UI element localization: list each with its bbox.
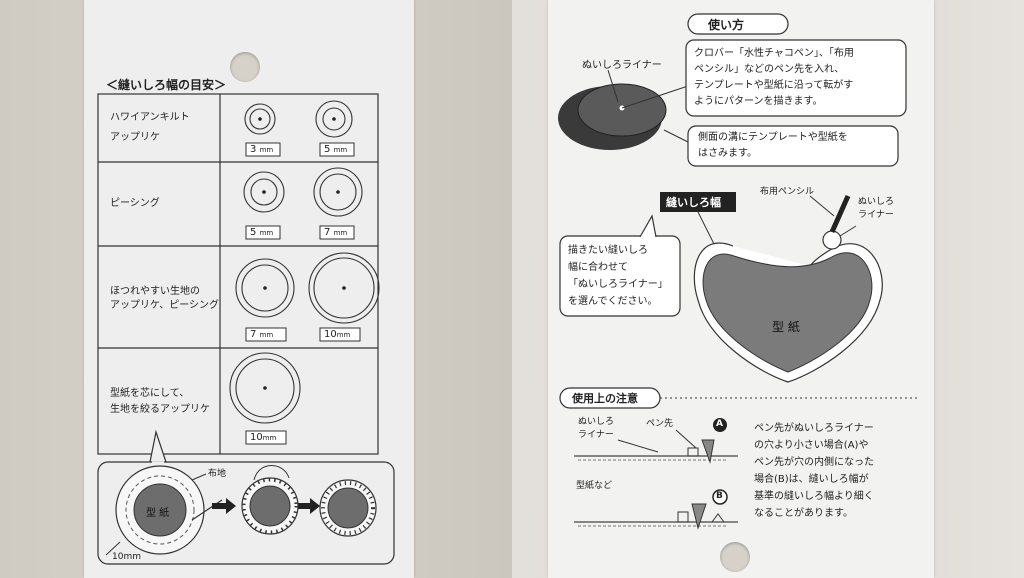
hang-hole — [230, 52, 260, 82]
heart-pattern-label: 型 紙 — [772, 320, 800, 334]
seam-allowance-guide-card: ＜縫いしろ幅の目安＞ — [84, 0, 414, 578]
instructions-graphics — [558, 13, 920, 530]
circle-3mm — [244, 103, 276, 135]
row3-label-line1: ほつれやすい生地の — [110, 286, 200, 297]
row4-label-line2: 生地を絞るアップリケ — [110, 404, 210, 415]
size-label-5mm: 5 mm — [324, 144, 348, 155]
size-label-3mm: 3 mm — [250, 144, 274, 155]
size-label-10mm: 10mm — [324, 329, 351, 340]
width-label: 10mm — [112, 552, 141, 562]
liner-label-2: ぬいしろ ライナー — [858, 197, 895, 220]
caution-text: ペン先がぬいしろライナー の穴より小さい場合(A)や ペン先が穴の内側になった … — [754, 423, 874, 519]
row2-label-line1: ピーシング — [110, 198, 160, 209]
caution-title: 使用上の注意 — [572, 392, 638, 405]
row1-label-line2: アップリケ — [110, 132, 160, 143]
size-label-7mm: 7 mm — [324, 227, 348, 238]
hang-hole-bottom — [720, 542, 750, 572]
callout-1: クロバー「水性チャコペン」、「布用 ペンシル」などのペン先を入れ、 テンプレート… — [694, 48, 854, 107]
size-label-10mm-b: 10mm — [250, 432, 277, 443]
size-label-5mm-b: 5 mm — [250, 227, 274, 238]
callout-3: 描きたい縫いしろ 幅に合わせて 「ぬいしろライナー」 を選んでください。 — [568, 245, 668, 307]
pattern-paper-label: 型紙など — [576, 481, 613, 491]
row3-label-line2: アップリケ、ピーシング — [110, 300, 219, 311]
circle-5mm — [315, 100, 353, 138]
fabric-label: 布地 — [208, 469, 227, 479]
seam-badge: 縫いしろ幅 — [666, 196, 721, 209]
marker-a: A — [716, 419, 723, 429]
row1-label-line1: ハワイアンキルト — [110, 112, 190, 123]
how-to-title: 使い方 — [708, 18, 745, 32]
callout-2: 側面の溝にテンプレートや型紙を はさみます。 — [698, 132, 848, 159]
caution-liner-label: ぬいしろ ライナー — [578, 417, 615, 440]
size-label-7mm-b: 7 mm — [250, 329, 274, 340]
pattern-label: 型 紙 — [146, 508, 170, 519]
guide-table-graphics — [97, 93, 395, 565]
guide-title: ＜縫いしろ幅の目安＞ — [106, 78, 227, 92]
marker-b: B — [716, 491, 723, 501]
pen-tip-label: ペン先 — [646, 419, 674, 429]
liner-label: ぬいしろライナー — [582, 60, 662, 71]
pencil-label: 布用ペンシル — [760, 187, 815, 197]
row4-label-line1: 型紙を芯にして、 — [110, 388, 190, 399]
instructions-card: 使い方 ぬいしろライナー クロバー「水性チャコペン」、「布用 ペンシル」などのペ… — [548, 0, 934, 578]
